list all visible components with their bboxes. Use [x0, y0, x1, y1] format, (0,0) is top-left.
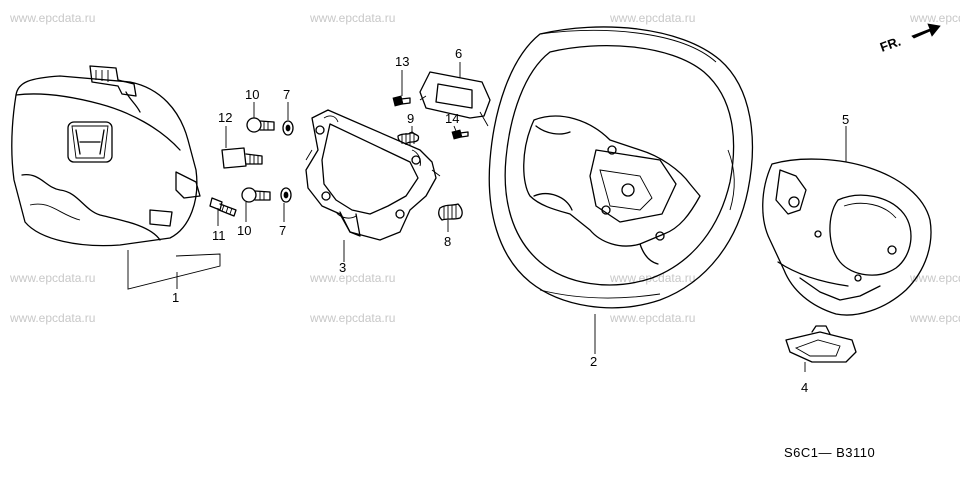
- callout-9: 9: [407, 111, 414, 126]
- callout-14: 14: [445, 111, 459, 126]
- part-5-rear-cover: [762, 158, 932, 316]
- part-9-spring: [397, 131, 420, 145]
- part-11-bolt: [209, 197, 237, 217]
- airbag-module: [11, 65, 201, 247]
- part-14-screw: [451, 129, 469, 140]
- watermark: www.epcdata.ru: [609, 311, 695, 325]
- watermark: www.epcdata.ru: [309, 311, 395, 325]
- part-4-lower-cover: [785, 325, 857, 363]
- callout-7-lower: 7: [279, 223, 286, 238]
- part-3-bracket: [305, 109, 441, 241]
- part-10-bolt-upper: [246, 117, 275, 133]
- front-direction-label: FR.: [878, 34, 903, 55]
- callout-10-upper: 10: [245, 87, 259, 102]
- callout-13: 13: [395, 54, 409, 69]
- watermark: www.epcdata.ru: [909, 11, 960, 25]
- part-7-washer-upper: [282, 120, 294, 136]
- callout-3: 3: [339, 260, 346, 275]
- watermark: www.epcdata.ru: [309, 271, 395, 285]
- watermark: www.epcdata.ru: [909, 311, 960, 325]
- watermark: www.epcdata.ru: [309, 11, 395, 25]
- callout-7-upper: 7: [283, 87, 290, 102]
- watermark: www.epcdata.ru: [9, 11, 95, 25]
- watermarks: www.epcdata.ru www.epcdata.ru www.epcdat…: [9, 11, 960, 325]
- part-2-steering-wheel: [488, 26, 754, 309]
- callout-1: 1: [172, 290, 179, 305]
- part-13-screw: [392, 95, 411, 107]
- leader-lines: [127, 62, 847, 372]
- callout-12: 12: [218, 110, 232, 125]
- callout-2: 2: [590, 354, 597, 369]
- front-direction-arrow: FR.: [878, 23, 941, 55]
- watermark: www.epcdata.ru: [9, 311, 95, 325]
- part-8-spring: [438, 203, 463, 221]
- part-7-washer-lower: [280, 187, 292, 203]
- part-6-cover-panel: [419, 71, 491, 127]
- part-12-screw: [221, 147, 263, 169]
- part-10-bolt-lower: [241, 187, 271, 203]
- callouts: 1 2 3 4 5 6 7 7 8 9 10 10 11 12 13 14: [172, 46, 849, 395]
- callout-10-lower: 10: [237, 223, 251, 238]
- watermark: www.epcdata.ru: [909, 271, 960, 285]
- watermark: www.epcdata.ru: [609, 11, 695, 25]
- arrow-icon: [911, 23, 941, 39]
- callout-4: 4: [801, 380, 808, 395]
- callout-11: 11: [212, 228, 226, 243]
- watermark: www.epcdata.ru: [9, 271, 95, 285]
- callout-8: 8: [444, 234, 451, 249]
- callout-6: 6: [455, 46, 462, 61]
- diagram-code: S6C1— B3110: [784, 445, 875, 460]
- callout-5: 5: [842, 112, 849, 127]
